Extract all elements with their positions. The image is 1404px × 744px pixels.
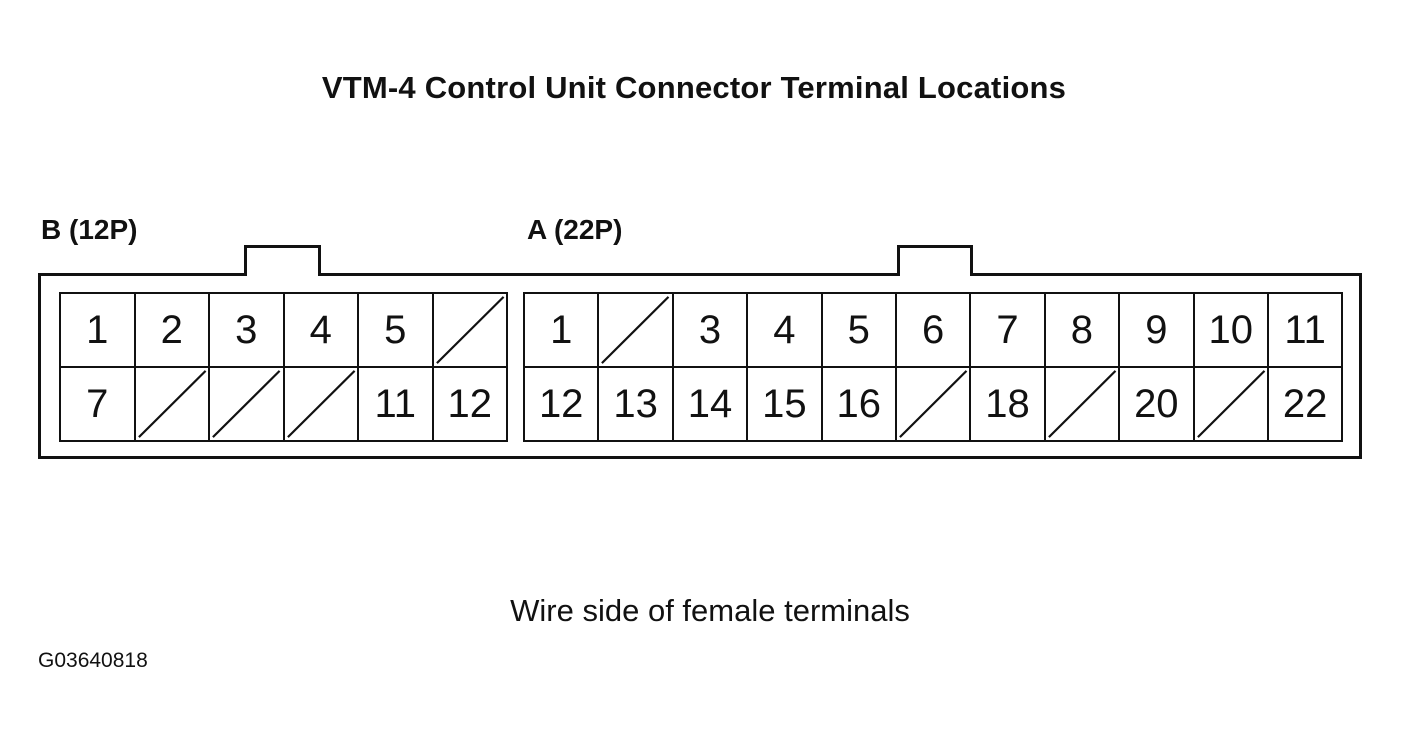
terminal-cell: 3 bbox=[210, 294, 285, 368]
terminal-cell: 6 bbox=[896, 294, 972, 368]
terminal-cell: 1 bbox=[525, 294, 600, 368]
unused-terminal-slash bbox=[210, 368, 285, 442]
terminal-cell: 2 bbox=[135, 294, 210, 368]
terminal-cell: 7 bbox=[61, 368, 136, 442]
connector-b-latch bbox=[244, 245, 321, 276]
terminal-cell: 11 bbox=[1268, 294, 1344, 368]
figure-id: G03640818 bbox=[38, 649, 148, 672]
unused-terminal-slash bbox=[599, 294, 674, 368]
terminal-cell: 4 bbox=[284, 294, 359, 368]
terminal-cell: 18 bbox=[971, 368, 1046, 442]
unused-terminal-slash bbox=[135, 368, 210, 442]
connector-a-latch bbox=[897, 245, 973, 276]
terminal-cell: 15 bbox=[748, 368, 823, 442]
diagram-title: VTM-4 Control Unit Connector Terminal Lo… bbox=[321, 70, 1067, 105]
terminal-cell: 8 bbox=[1045, 294, 1121, 368]
terminal-cell: 9 bbox=[1120, 294, 1195, 368]
diagram-caption: Wire side of female terminals bbox=[510, 593, 910, 628]
terminal-cell: 12 bbox=[525, 368, 600, 442]
terminal-cell: 14 bbox=[673, 368, 749, 442]
terminal-cell: 20 bbox=[1120, 368, 1195, 442]
terminal-cell: 16 bbox=[822, 368, 897, 442]
unused-terminal-slash bbox=[1194, 368, 1269, 442]
terminal-cell: 12 bbox=[433, 368, 508, 442]
terminal-cell: 1 bbox=[61, 294, 136, 368]
terminal-cell: 11 bbox=[359, 368, 434, 442]
terminal-cell: 4 bbox=[748, 294, 823, 368]
unused-terminal-slash bbox=[1045, 368, 1121, 442]
terminal-cell: 5 bbox=[822, 294, 897, 368]
terminal-cell: 10 bbox=[1194, 294, 1269, 368]
terminal-cell: 7 bbox=[971, 294, 1046, 368]
terminal-cell: 22 bbox=[1268, 368, 1344, 442]
unused-terminal-slash bbox=[284, 368, 359, 442]
terminal-cell: 13 bbox=[599, 368, 674, 442]
terminal-cell: 3 bbox=[673, 294, 749, 368]
connector-a-label: A (22P) bbox=[527, 214, 623, 245]
connector-b-label: B (12P) bbox=[41, 214, 138, 245]
unused-terminal-slash bbox=[433, 294, 508, 368]
unused-terminal-slash bbox=[896, 368, 972, 442]
terminal-cell: 5 bbox=[359, 294, 434, 368]
